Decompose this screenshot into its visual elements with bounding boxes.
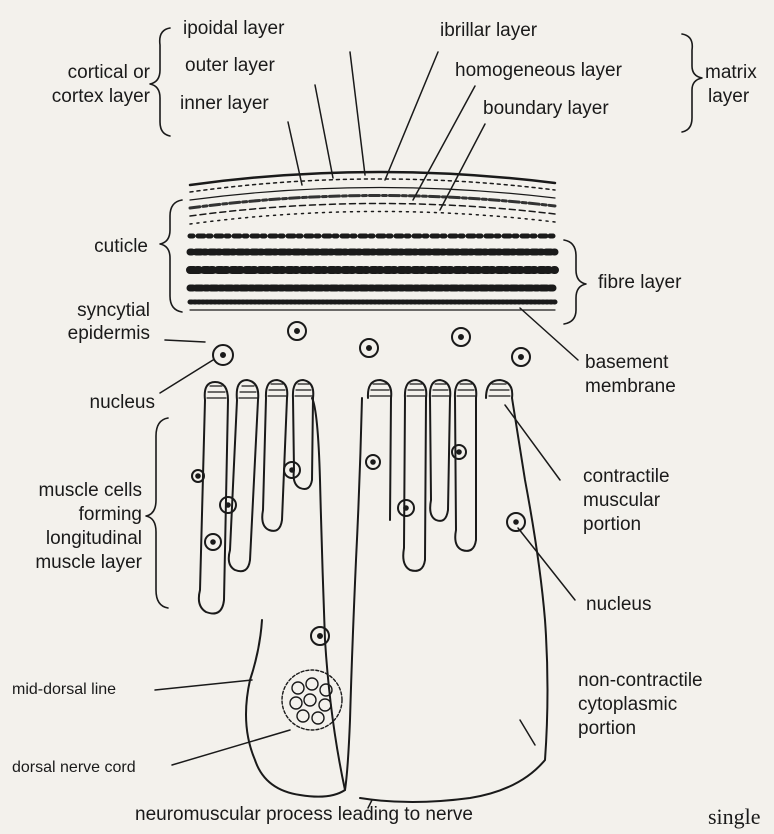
label-muscle-line3: longitudinal <box>20 528 142 550</box>
label-nucleus-right: nucleus <box>586 594 652 616</box>
right-muscle-cells <box>360 380 548 802</box>
dorsal-nerve-cord <box>282 670 342 730</box>
fibre-layer <box>190 236 555 302</box>
label-mid-dorsal-line: mid-dorsal line <box>12 679 116 701</box>
label-contractile-line3: portion <box>583 514 641 536</box>
label-fibre-layer: fibre layer <box>598 272 681 294</box>
corner-text: single <box>708 806 761 828</box>
label-boundary-layer: boundary layer <box>483 98 609 120</box>
label-basement-line2: membrane <box>585 376 676 398</box>
label-contractile-line1: contractile <box>583 466 670 488</box>
left-muscle-cells <box>192 380 313 614</box>
label-basement-line1: basement <box>585 352 668 374</box>
label-noncontractile-line3: portion <box>578 718 636 740</box>
label-contractile-line2: muscular <box>583 490 660 512</box>
label-fibrillar-layer: ibrillar layer <box>440 20 537 42</box>
right-cell-body <box>345 398 362 790</box>
label-lipoidal-layer: ipoidal layer <box>183 18 284 40</box>
label-nucleus-left: nucleus <box>55 392 155 414</box>
label-homogeneous-layer: homogeneous layer <box>455 60 622 82</box>
left-cell-body <box>246 398 345 797</box>
label-noncontractile-line1: non-contractile <box>578 670 703 692</box>
label-cortical-line1: cortical or <box>50 62 150 84</box>
label-muscle-line2: forming <box>20 504 142 526</box>
label-cuticle: cuticle <box>60 236 148 258</box>
cuticle-layers <box>190 172 555 224</box>
label-cortical-line2: cortex layer <box>40 86 150 108</box>
label-syncytial-line1: syncytial <box>50 300 150 322</box>
label-inner-layer: inner layer <box>180 93 269 115</box>
left-contractile-tips <box>207 384 312 398</box>
leader-lines <box>155 52 578 808</box>
label-matrix-line1: matrix <box>705 62 757 84</box>
label-muscle-line4: muscle layer <box>20 552 142 574</box>
label-noncontractile-line2: cytoplasmic <box>578 694 677 716</box>
label-neuromuscular-process: neuromuscular process leading to nerve <box>135 804 473 826</box>
label-dorsal-nerve-cord: dorsal nerve cord <box>12 757 136 779</box>
label-syncytial-line2: epidermis <box>40 323 150 345</box>
epidermis-nuclei <box>213 322 530 366</box>
label-muscle-line1: muscle cells <box>20 480 142 502</box>
label-outer-layer: outer layer <box>185 55 275 77</box>
label-matrix-line2: layer <box>708 86 749 108</box>
